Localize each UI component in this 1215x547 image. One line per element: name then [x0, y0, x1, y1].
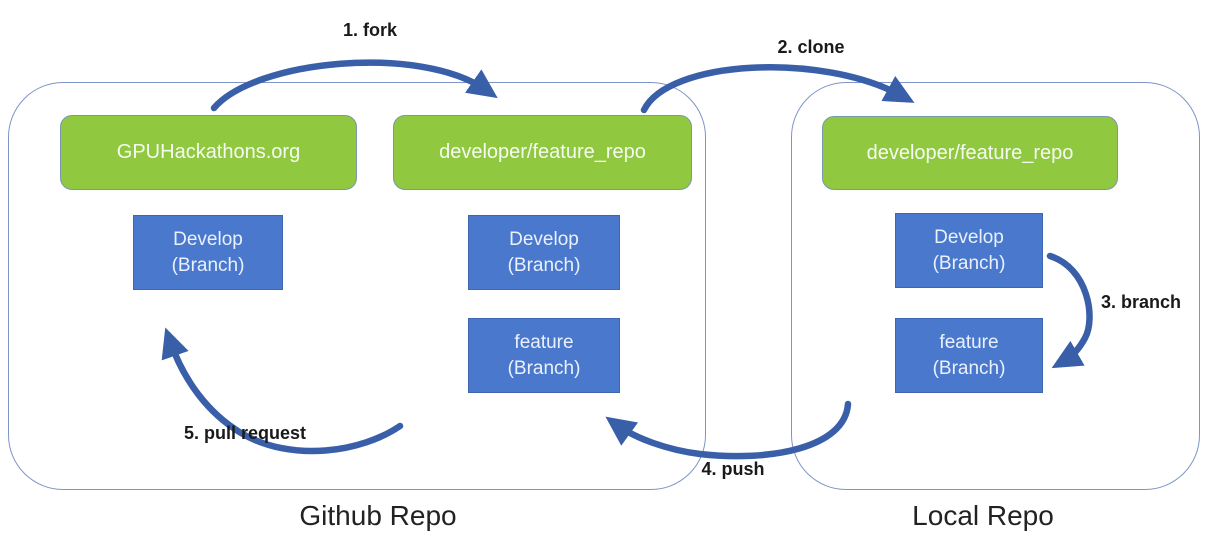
- github-repo-caption: Github Repo: [299, 500, 457, 531]
- pull-request-arrow: [161, 327, 404, 455]
- step-label-fork: 1. fork: [342, 20, 398, 40]
- branch-suffix: (Branch): [932, 252, 1006, 274]
- node-local-clone-repo: developer/feature_repo: [822, 116, 1118, 190]
- step-label-clone: 2. clone: [777, 37, 845, 57]
- branch-name: feature: [514, 331, 574, 353]
- branch-arrow: [1046, 252, 1093, 369]
- branch-suffix: (Branch): [507, 254, 581, 276]
- node-gpuhackathons-org-label: GPUHackathons.org: [116, 141, 301, 163]
- step-label-branch: 3. branch: [1100, 292, 1182, 312]
- step-label-push: 4. push: [701, 459, 765, 479]
- node-github-fork-develop-branch: Develop (Branch): [468, 215, 620, 290]
- node-local-clone-repo-label: developer/feature_repo: [866, 141, 1074, 164]
- branch-name: feature: [939, 331, 999, 353]
- branch-suffix: (Branch): [507, 357, 581, 379]
- node-github-fork-repo-label: developer/feature_repo: [439, 141, 646, 163]
- local-repo-container: [791, 82, 1200, 490]
- node-gpuhackathons-org: GPUHackathons.org: [60, 115, 357, 190]
- step-label-pull-request: 5. pull request: [183, 423, 307, 443]
- node-local-feature-branch: feature (Branch): [895, 318, 1043, 393]
- branch-name: Develop: [934, 226, 1004, 248]
- branch-suffix: (Branch): [932, 357, 1006, 379]
- node-github-origin-develop-branch: Develop (Branch): [133, 215, 283, 290]
- branch-suffix: (Branch): [171, 254, 245, 276]
- local-repo-caption: Local Repo: [912, 500, 1054, 531]
- branch-name: Develop: [509, 228, 579, 250]
- github-repo-container: [8, 82, 706, 490]
- clone-arrow: [640, 64, 915, 114]
- node-github-fork-feature-branch: feature (Branch): [468, 318, 620, 393]
- node-github-fork-repo: developer/feature_repo: [393, 115, 692, 190]
- branch-name: Develop: [173, 228, 243, 250]
- push-arrow: [605, 400, 852, 460]
- node-local-develop-branch: Develop (Branch): [895, 213, 1043, 288]
- fork-arrow: [210, 59, 498, 112]
